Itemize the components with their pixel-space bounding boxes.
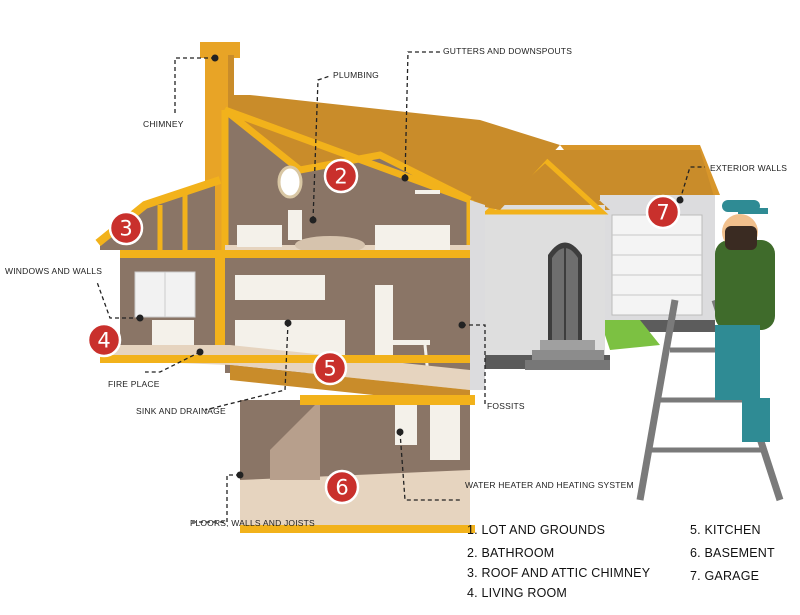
badge-4: 4 bbox=[86, 322, 122, 358]
badge-5: 5 bbox=[312, 350, 348, 386]
svg-text:3: 3 bbox=[119, 217, 132, 241]
label-gutters: GUTTERS AND DOWNSPOUTS bbox=[443, 46, 573, 56]
label-floors-walls-joists: FLOORS, WALLS AND JOISTS bbox=[190, 518, 315, 528]
badge-2: 2 bbox=[323, 158, 359, 194]
label-sink-drainage: SINK AND DRAINAGE bbox=[136, 406, 226, 416]
badge-3: 3 bbox=[108, 210, 144, 246]
badge-7: 7 bbox=[645, 194, 681, 230]
handyman-illustration bbox=[636, 200, 784, 502]
legend-item-basement: 6. BASEMENT bbox=[690, 546, 775, 560]
legend-item-kitchen: 5. KITCHEN bbox=[690, 523, 761, 537]
badge-6: 6 bbox=[324, 469, 360, 505]
svg-text:7: 7 bbox=[656, 201, 669, 225]
label-chimney: CHIMNEY bbox=[143, 119, 184, 129]
svg-text:2: 2 bbox=[334, 165, 347, 189]
legend-item-bathroom: 2. BATHROOM bbox=[467, 546, 555, 560]
svg-text:5: 5 bbox=[323, 357, 336, 381]
legend-item-garage: 7. GARAGE bbox=[690, 569, 760, 583]
svg-text:4: 4 bbox=[97, 329, 110, 353]
garage-door bbox=[611, 214, 703, 316]
label-water-heater: WATER HEATER AND HEATING SYSTEM bbox=[465, 480, 634, 490]
label-windows-walls: WINDOWS AND WALLS bbox=[5, 266, 103, 276]
label-fossits: FOSSITS bbox=[487, 401, 525, 411]
front-entry bbox=[480, 150, 610, 370]
legend-item-lot-grounds: 1. LOT AND GROUNDS bbox=[467, 523, 606, 537]
svg-text:6: 6 bbox=[335, 476, 348, 500]
leader-dots bbox=[136, 54, 684, 479]
leader-lines bbox=[96, 51, 705, 523]
label-plumbing: PLUMBING bbox=[333, 70, 379, 80]
label-exterior-walls: EXTERIOR WALLS bbox=[710, 163, 788, 173]
main-house-body bbox=[95, 42, 560, 533]
legend-item-roof-attic: 3. ROOF AND ATTIC CHIMNEY bbox=[467, 566, 651, 580]
legend-item-living-room: 4. LIVING ROOM bbox=[467, 586, 568, 600]
label-fire-place: FIRE PLACE bbox=[108, 379, 160, 389]
